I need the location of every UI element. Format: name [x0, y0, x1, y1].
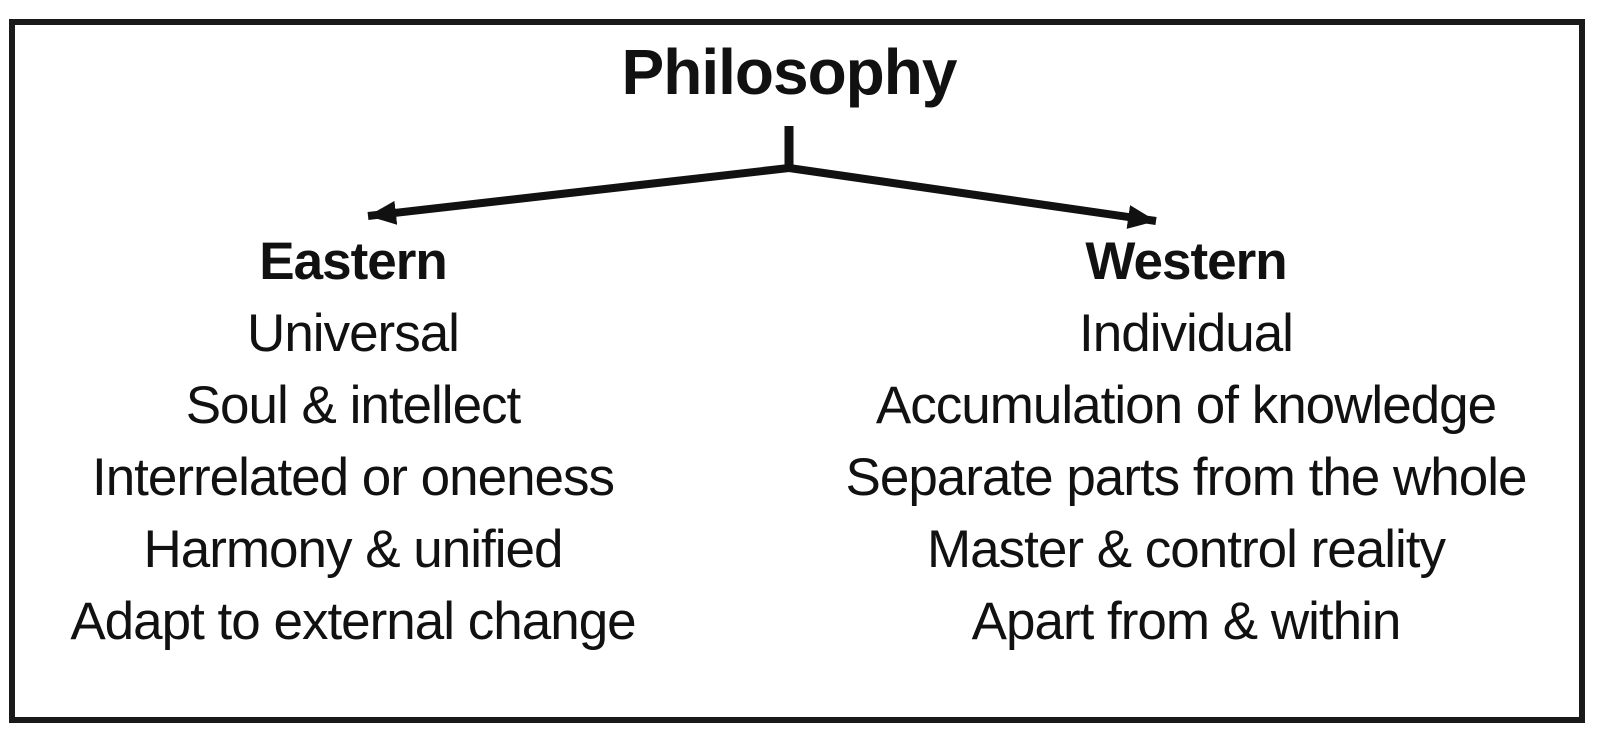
- western-item: Master & control reality: [927, 520, 1446, 579]
- eastern-heading: Eastern: [259, 232, 447, 291]
- western-item: Separate parts from the whole: [845, 448, 1528, 507]
- eastern-item: Harmony & unified: [143, 520, 564, 579]
- eastern-item: Universal: [247, 304, 460, 363]
- western-item: Accumulation of knowledge: [875, 376, 1497, 435]
- western-item: Apart from & within: [971, 592, 1402, 651]
- western-column: Western Individual Accumulation of knowl…: [796, 226, 1576, 658]
- diagram-border: [9, 19, 1585, 723]
- eastern-item: Interrelated or oneness: [91, 448, 615, 507]
- eastern-item: Soul & intellect: [185, 376, 522, 435]
- western-heading: Western: [1085, 232, 1287, 291]
- diagram-title: Philosophy: [621, 36, 958, 108]
- western-item: Individual: [1079, 304, 1294, 363]
- eastern-column: Eastern Universal Soul & intellect Inter…: [28, 226, 678, 658]
- eastern-item: Adapt to external change: [70, 592, 636, 651]
